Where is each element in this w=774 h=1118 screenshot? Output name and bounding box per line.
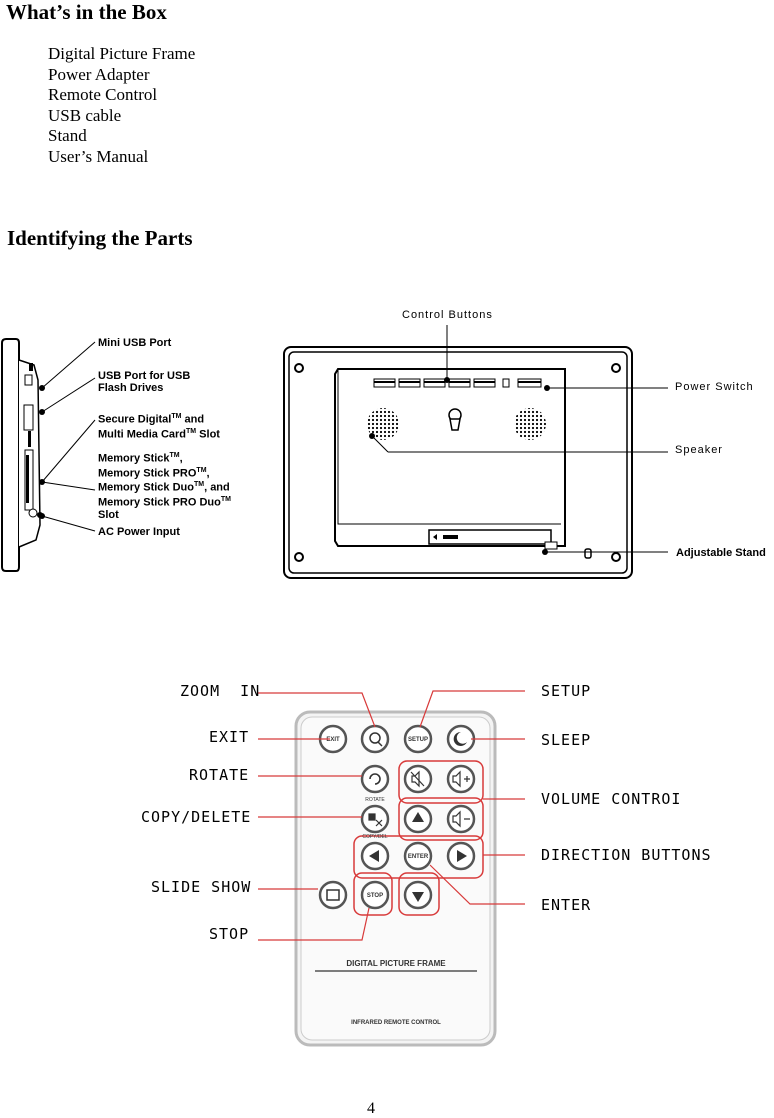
volume-up-button xyxy=(446,764,476,794)
label-sd-line1-tail: and xyxy=(181,413,205,426)
callout-copy-delete: COPY/DELETE xyxy=(141,808,252,826)
volume-up-icon xyxy=(452,770,470,788)
tm-mark: TM xyxy=(193,481,205,489)
callout-slide-show: SLIDE SHOW xyxy=(151,878,252,896)
label-ac-power-input: AC Power Input xyxy=(98,526,180,538)
label-ms-line3: Memory Stick Duo xyxy=(98,481,194,494)
label-mini-usb-port: Mini USB Port xyxy=(98,337,172,349)
frame-back-view-diagram xyxy=(283,346,633,579)
callout-enter: ENTER xyxy=(541,896,592,914)
up-arrow-icon xyxy=(412,812,424,822)
callout-zoom-in: ZOOM IN xyxy=(180,682,261,700)
callout-stop: STOP xyxy=(209,925,250,943)
label-usb-port-line1: USB Port for USB xyxy=(98,370,191,382)
label-power-switch: Power Switch xyxy=(675,381,754,393)
label-sd-line1: Secure Digital xyxy=(98,413,172,426)
left-arrow-icon xyxy=(369,850,379,862)
right-arrow-icon xyxy=(457,850,467,862)
label-control-buttons: Control Buttons xyxy=(402,309,493,321)
tm-mark: TM xyxy=(171,413,182,420)
label-sd-slot: Secure DigitalTM and Multi Media CardTM … xyxy=(98,411,220,440)
label-usb-port: USB Port for USB Flash Drives xyxy=(98,370,190,394)
down-arrow-icon xyxy=(412,892,424,902)
label-memory-stick-slot: Memory StickTM, Memory Stick PROTM, Memo… xyxy=(98,452,231,521)
rotate-icon xyxy=(369,773,381,785)
zoom-icon xyxy=(369,732,381,744)
rotate-button xyxy=(360,764,390,794)
page-number: 4 xyxy=(367,1100,375,1117)
copy-delete-icon xyxy=(368,813,383,827)
remote-control-diagram: EXIT SETUP ROTATE COPY/DEL ENTER STOP DI… xyxy=(294,710,497,1047)
remote-brand: DIGITAL PICTURE FRAME xyxy=(346,959,446,968)
box-heading: What’s in the Box xyxy=(6,0,167,24)
rotate-caption: ROTATE xyxy=(365,797,385,803)
stop-button-label: STOP xyxy=(367,893,383,899)
label-mmc-line2-tail: Slot xyxy=(196,428,220,441)
tm-mark: TM xyxy=(196,466,207,474)
label-mmc-line2: Multi Media Card xyxy=(98,428,187,441)
enter-button-label: ENTER xyxy=(408,854,429,860)
stop-button xyxy=(360,880,390,910)
label-adjustable-stand: Adjustable Stand xyxy=(676,547,766,559)
callout-setup: SETUP xyxy=(541,682,592,700)
label-ms-line1: Memory Stick xyxy=(98,452,170,465)
callout-volume-control: VOLUME CONTROI xyxy=(541,790,682,808)
label-ms-line4: Memory Stick PRO Duo xyxy=(98,496,221,509)
parts-heading: Identifying the Parts xyxy=(7,226,193,250)
frame-side-view-diagram xyxy=(1,338,43,572)
box-item: Digital Picture Frame xyxy=(48,44,196,63)
tm-mark: TM xyxy=(186,427,197,435)
callout-exit: EXIT xyxy=(209,728,250,746)
volume-down-icon xyxy=(452,810,470,828)
slide-show-button xyxy=(318,880,348,910)
label-usb-port-line2: Flash Drives xyxy=(98,382,164,394)
moon-icon xyxy=(453,731,467,746)
remote-footer: INFRARED REMOTE CONTROL xyxy=(351,1020,441,1026)
tm-mark: TM xyxy=(220,495,231,503)
label-ms-line5: Slot xyxy=(98,508,119,521)
label-ms-line2: Memory Stick PRO xyxy=(98,467,197,480)
box-item: USB cable xyxy=(48,106,122,125)
callout-rotate: ROTATE xyxy=(189,766,250,784)
label-ms-line3-tail: , and xyxy=(204,481,230,494)
copy-delete-caption: COPY/DEL xyxy=(362,834,388,840)
tm-mark: TM xyxy=(169,452,180,459)
box-item: Power Adapter xyxy=(48,65,150,84)
exit-button-label: EXIT xyxy=(326,737,340,743)
setup-button-label: SETUP xyxy=(408,737,428,743)
box-item: Stand xyxy=(48,126,87,145)
enter-button xyxy=(403,841,433,871)
callout-direction-buttons: DIRECTION BUTTONS xyxy=(541,846,712,864)
volume-down-button xyxy=(446,804,476,834)
slide-show-icon xyxy=(326,889,340,901)
setup-button xyxy=(403,724,433,754)
label-speaker: Speaker xyxy=(675,444,723,456)
box-item: Remote Control xyxy=(48,85,158,104)
box-item: User’s Manual xyxy=(48,147,149,166)
callout-sleep: SLEEP xyxy=(541,731,592,749)
